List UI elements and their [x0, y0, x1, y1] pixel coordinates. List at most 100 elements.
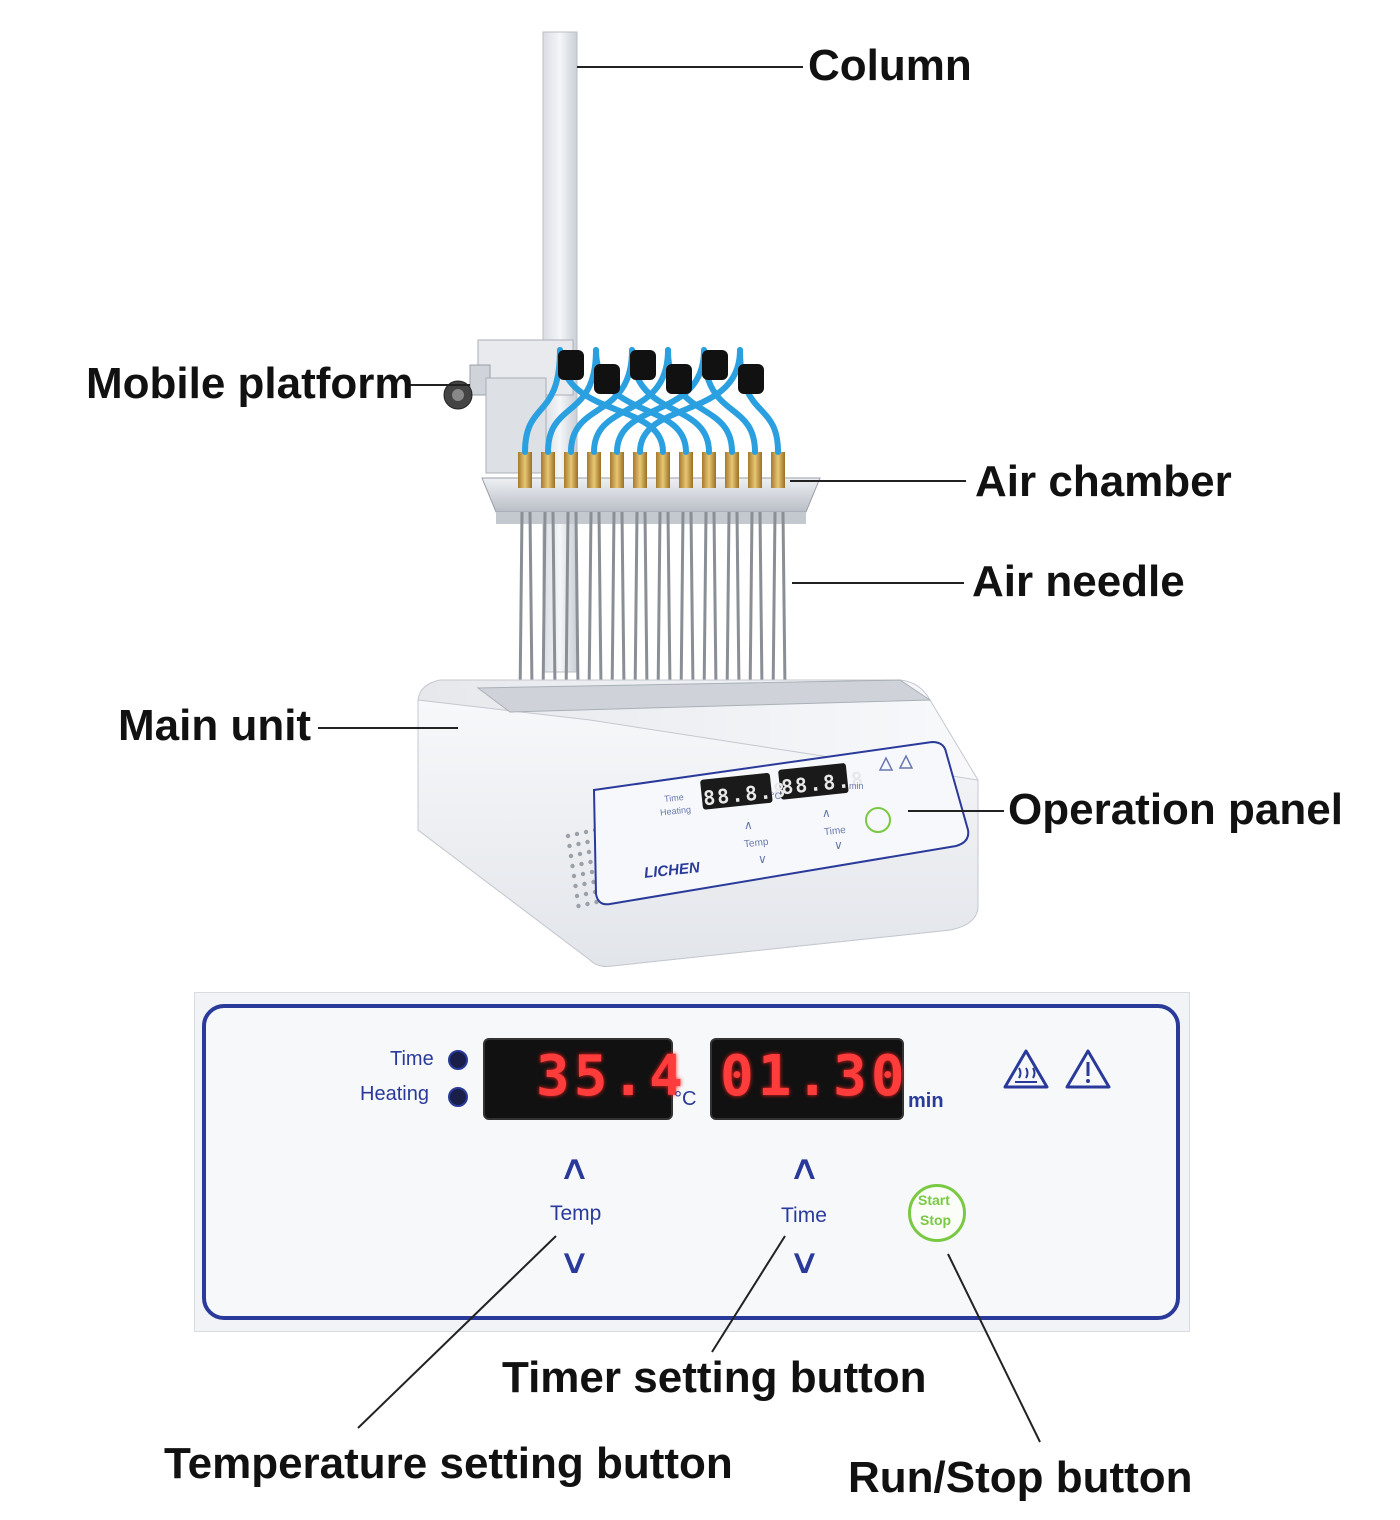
mobile-platform-shape: [443, 339, 574, 474]
brass-fitting: [679, 452, 693, 488]
timer-setting-button-label: Timer setting button: [502, 1353, 927, 1402]
time-down-arrow-icon[interactable]: ∨: [788, 1243, 821, 1281]
needle: [551, 511, 557, 691]
heating-indicator-light-icon: [448, 1087, 468, 1107]
air-chamber-label: Air chamber: [975, 457, 1232, 506]
needle: [725, 511, 731, 701]
needle: [518, 511, 524, 701]
main-unit-leader: [318, 727, 458, 729]
valve: [738, 364, 764, 394]
main-unit-label: Main unit: [118, 701, 312, 750]
needle: [643, 511, 649, 691]
needle: [666, 511, 672, 691]
small-unit-c: °C: [771, 791, 782, 801]
brass-fitting: [702, 452, 716, 488]
start-label: Start: [918, 1192, 950, 1208]
operation-panel-leader: [908, 810, 1004, 812]
heating-indicator-label: Heating: [360, 1083, 429, 1105]
tube: [614, 347, 707, 455]
time-up-arrow-icon[interactable]: ∧: [788, 1149, 821, 1187]
small-up-arrow-temp-icon: ∧: [744, 818, 753, 832]
vent-hole: [583, 891, 589, 897]
air-needle-leader: [792, 582, 964, 584]
mobile-platform-leader: [410, 384, 470, 386]
time-display-digits: 01.30: [720, 1044, 909, 1109]
vent-hole: [574, 893, 580, 899]
vent-hole: [577, 851, 583, 857]
main-unit-shape: [417, 679, 979, 967]
caution-warning-icon: [1065, 1049, 1111, 1089]
needle: [633, 511, 639, 701]
brass-fitting: [541, 452, 555, 488]
valve: [594, 364, 620, 394]
vent-hole: [582, 881, 587, 887]
panel-frame: [202, 1004, 1180, 1320]
brass-fitting: [564, 452, 578, 488]
vent-hole: [576, 841, 581, 847]
time-indicator-label: Time: [390, 1048, 434, 1070]
time-button-label: Time: [781, 1204, 827, 1227]
vent-hole: [576, 903, 581, 909]
tube: [545, 347, 599, 455]
small-unit-min: min: [849, 781, 864, 791]
temperature-setting-leader: [357, 1235, 557, 1429]
needle: [541, 511, 547, 701]
needle: [735, 511, 741, 691]
vent-hole: [579, 861, 584, 867]
tube: [637, 347, 743, 455]
temp-up-arrow-icon[interactable]: ∧: [558, 1149, 591, 1187]
needle: [656, 511, 662, 701]
vent-hole: [586, 849, 592, 855]
temperature-display: [483, 1038, 673, 1120]
needle: [610, 511, 616, 701]
valve: [630, 350, 656, 380]
vent-hole: [574, 831, 580, 837]
needle: [587, 511, 593, 701]
vent-hole: [591, 879, 596, 885]
brass-fitting: [748, 452, 762, 488]
tube: [568, 347, 635, 455]
vent-hole: [580, 871, 586, 877]
vent-hole: [585, 901, 590, 907]
column-label: Column: [808, 41, 972, 90]
temp-down-arrow-icon[interactable]: ∨: [558, 1243, 591, 1281]
hot-surface-warning-icon: [1003, 1049, 1049, 1089]
brass-fitting: [610, 452, 624, 488]
start-stop-button[interactable]: [908, 1184, 966, 1242]
operation-panel-label: Operation panel: [1008, 785, 1343, 834]
air-needle-label: Air needle: [972, 557, 1185, 606]
needle: [712, 511, 718, 691]
brass-fitting: [518, 452, 532, 488]
air-chamber-leader: [790, 480, 966, 482]
mobile-platform-label: Mobile platform: [86, 359, 414, 408]
air-needles-shape: [518, 511, 787, 701]
needle: [620, 511, 626, 691]
brass-fitting: [633, 452, 647, 488]
timer-setting-leader: [711, 1235, 786, 1353]
needle: [679, 511, 685, 701]
temperature-setting-button-label: Temperature setting button: [164, 1439, 733, 1488]
needle: [748, 511, 754, 701]
stop-label: Stop: [920, 1212, 952, 1228]
time-indicator-light-icon: [448, 1050, 468, 1070]
temp-button-label: Temp: [550, 1202, 602, 1225]
valves: [558, 350, 764, 394]
valve: [666, 364, 692, 394]
tube: [591, 347, 671, 455]
needle: [758, 511, 764, 691]
needle: [564, 511, 570, 701]
vent-hole: [583, 829, 589, 835]
vent-hole: [573, 883, 578, 889]
temperature-unit: °C: [674, 1088, 697, 1110]
temperature-display-digits: 35.4: [536, 1044, 687, 1109]
brass-fitting: [587, 452, 601, 488]
needle: [574, 511, 580, 691]
run-stop-leader: [947, 1253, 1041, 1443]
needle: [528, 511, 534, 691]
column-leader: [577, 66, 803, 68]
vent-hole: [567, 843, 572, 849]
brass-fitting: [725, 452, 739, 488]
valve: [702, 350, 728, 380]
brass-fittings: [518, 452, 785, 488]
